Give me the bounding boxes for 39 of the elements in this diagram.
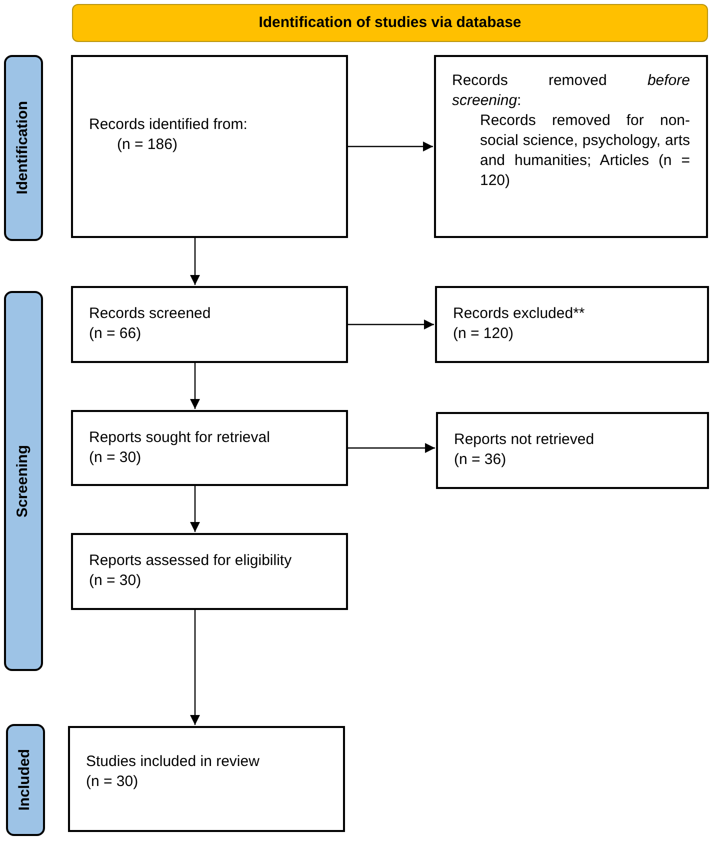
process-box <box>434 55 708 238</box>
box-text: (n = 36) <box>454 450 508 470</box>
box-text: Records screened <box>89 304 212 324</box>
process-box <box>436 412 709 489</box>
box-text: (n = 30) <box>86 772 140 792</box>
process-box <box>68 726 345 832</box>
box-text: (n = 30) <box>89 448 142 468</box>
process-box <box>71 286 348 363</box>
box-text: Records removed before screening: <box>452 70 690 110</box>
header-text: Identification of studies via database <box>258 12 522 33</box>
arrow <box>190 610 200 725</box>
arrow <box>190 486 200 532</box>
header-band <box>72 4 708 42</box>
box-text: Reports sought for retrieval <box>89 428 271 448</box>
process-box <box>71 410 348 486</box>
arrow <box>190 238 200 285</box>
box-text: (n = 30) <box>89 571 142 591</box>
process-box <box>71 55 348 238</box>
box-text: Studies included in review <box>86 752 260 772</box>
phase-label: Identification <box>13 101 32 195</box>
box-text: Reports not retrieved <box>454 430 596 450</box>
arrow <box>348 142 433 152</box>
box-text: Records excluded** <box>453 304 586 324</box>
phase-band <box>4 55 43 241</box>
phase-label: Screening <box>13 444 32 518</box>
box-text: (n = 186) <box>116 134 178 154</box>
box-text: Reports assessed for eligibility <box>89 551 293 571</box>
box-text: (n = 120) <box>453 324 514 344</box>
phase-band <box>4 291 43 671</box>
box-text: Records removed for non-social science, psychology, arts and humanities; Articles (n = 120) <box>479 110 690 190</box>
box-text: (n = 66) <box>89 324 142 344</box>
box-text: Records identified from: <box>89 114 248 134</box>
process-box <box>435 286 709 363</box>
process-box <box>71 533 348 610</box>
phase-band <box>6 724 45 836</box>
arrow <box>190 363 200 409</box>
arrow <box>348 443 435 453</box>
phase-label: Included <box>15 749 34 811</box>
arrow <box>348 320 434 330</box>
